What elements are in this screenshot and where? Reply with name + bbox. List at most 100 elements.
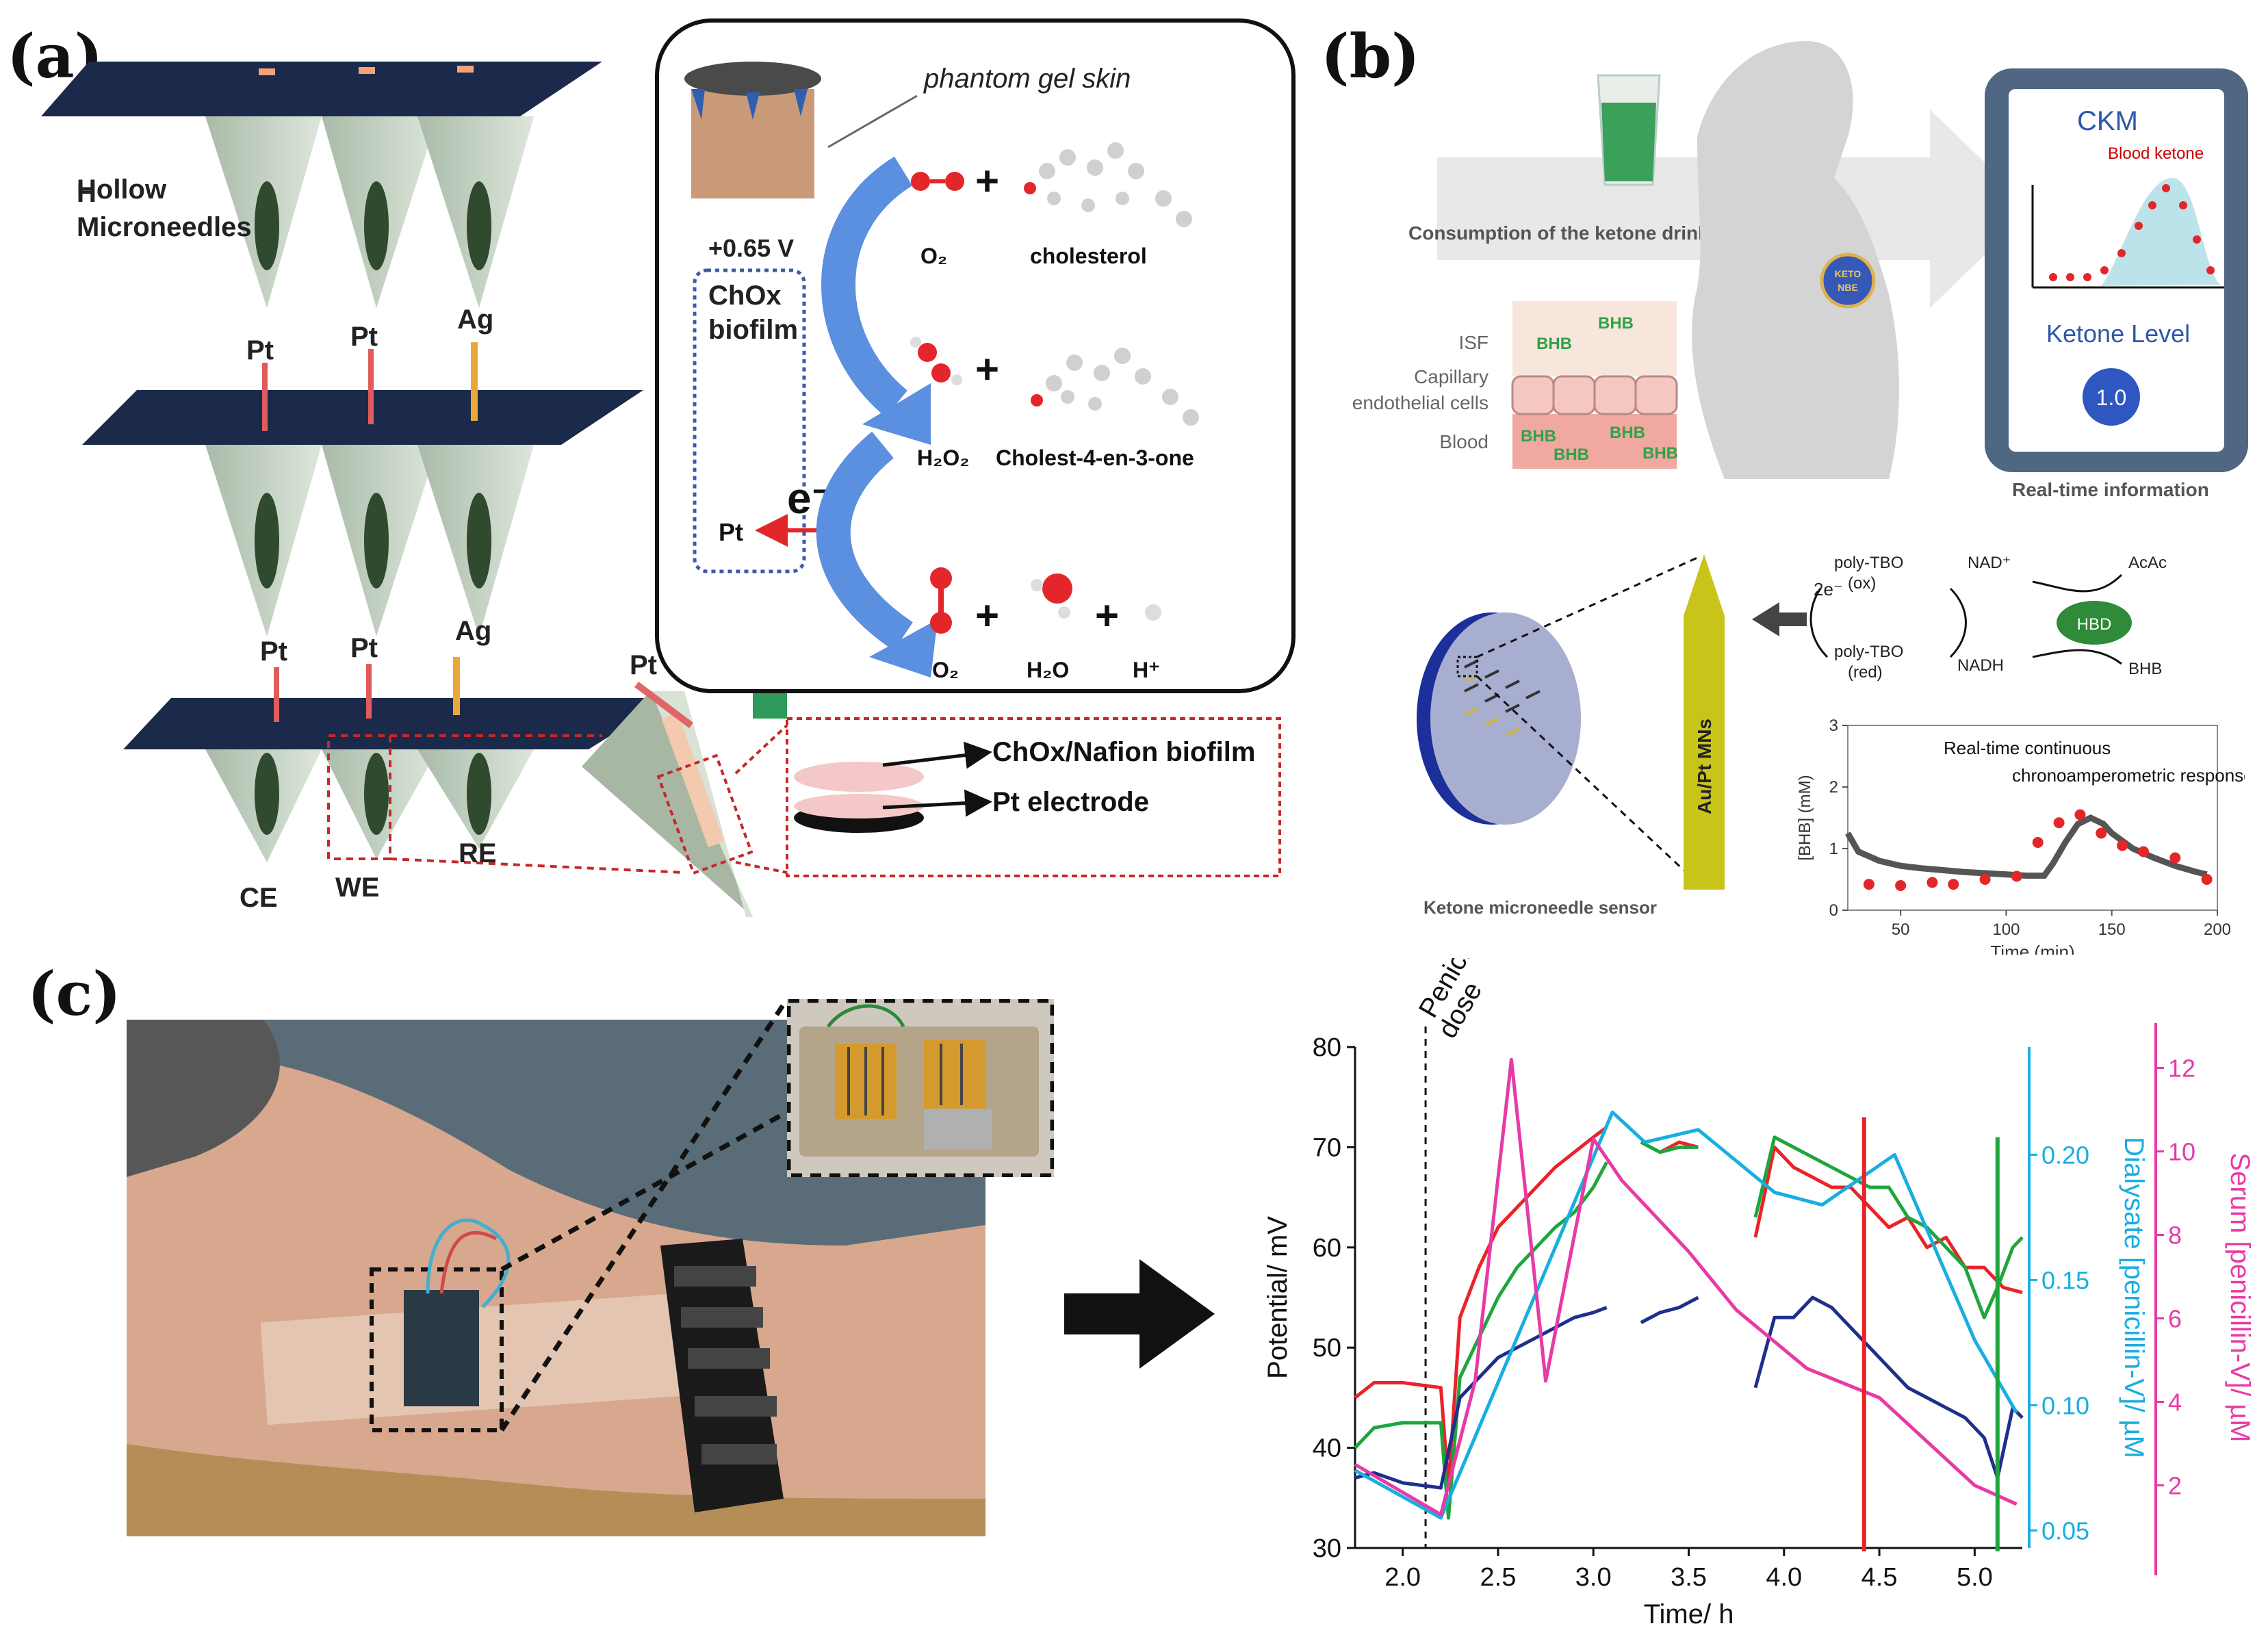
blood-ketone-label: Blood ketone <box>2108 144 2204 163</box>
ketone-level-value: 1.0 <box>2096 385 2126 410</box>
layer-inset <box>786 717 1281 877</box>
y2-tick-label: 0.15 <box>2041 1266 2089 1294</box>
cholesterol-molecule <box>1024 142 1192 227</box>
chart-annotation: chronoamperometric response <box>2012 765 2245 786</box>
bhb-data-point <box>1863 879 1874 890</box>
single-needle-pt-label: Pt <box>630 650 657 680</box>
svg-text:Hollow: Hollow <box>77 175 167 205</box>
right-arrow <box>1064 1259 1215 1369</box>
acac-label: AcAc <box>2128 554 2167 572</box>
consumption-label: Consumption of the ketone drink <box>1408 222 1709 244</box>
electrons-label: 2e⁻ <box>1814 579 1843 599</box>
svg-text:Ag: Ag <box>455 616 491 646</box>
y3-axis-label: Serum [penicillin-V]/ µM <box>2225 1152 2255 1442</box>
svg-text:(ox): (ox) <box>1848 574 1876 593</box>
x-tick-label: 4.5 <box>1861 1563 1898 1592</box>
series-green <box>1354 1161 1608 1520</box>
o2-product-label: O₂ <box>932 658 959 682</box>
y-tick-label: 0 <box>1829 901 1838 920</box>
h2o2-label: H₂O₂ <box>917 446 969 470</box>
y2-tick-label: 0.05 <box>2041 1517 2089 1545</box>
svg-text:Pt: Pt <box>260 636 287 667</box>
y-tick-label: 2 <box>1829 778 1838 797</box>
panel-b-figure: Consumption of the ketone drink KETO NBE… <box>1352 41 2248 918</box>
chox-biofilm-box <box>693 268 806 573</box>
y3-tick-label: 8 <box>2168 1222 2182 1250</box>
bhb-data-point <box>2117 840 2128 851</box>
ketone-drink-glass <box>1597 74 1661 186</box>
panel-a-figure: H Hollow Microneedles Pt Pt Ag Pt Pt Ag … <box>41 18 1296 917</box>
svg-text:endothelial cells: endothelial cells <box>1352 392 1489 413</box>
layer-label-electrode: Pt electrode <box>992 787 1149 817</box>
svg-text:NBE: NBE <box>1838 282 1858 293</box>
svg-text:BHB: BHB <box>1610 424 1645 442</box>
human-silhouette <box>1692 41 1899 479</box>
sensor-patch <box>404 1290 479 1406</box>
y-tick-label: 80 <box>1313 1033 1341 1062</box>
y3-tick-label: 2 <box>2168 1472 2182 1500</box>
y-tick-label: 70 <box>1313 1133 1341 1162</box>
series-green <box>1753 1135 2024 1319</box>
ketone-curve <box>2101 178 2221 286</box>
electrode-microneedle-array-3 <box>123 657 685 874</box>
nad-label: NAD⁺ <box>1968 554 2011 572</box>
electrode-role-label: CE <box>240 883 278 913</box>
svg-text:Microneedles: Microneedles <box>77 212 252 242</box>
o2-label: O₂ <box>920 244 947 268</box>
svg-text:(red): (red) <box>1848 663 1883 682</box>
bhb-label: BHB <box>2128 660 2162 678</box>
pt-label: Pt <box>719 518 743 546</box>
cholestenone-molecule <box>1031 348 1199 426</box>
x-tick-label: 100 <box>1992 920 2020 939</box>
x-tick-label: 5.0 <box>1957 1563 1993 1592</box>
x-axis-label: Time (min) <box>1990 942 2074 955</box>
cholestenone-label: Cholest-4-en-3-one <box>996 446 1194 470</box>
series-navy <box>1753 1295 2024 1480</box>
series-navy <box>1640 1295 1699 1324</box>
bhb-data-point <box>2201 874 2213 885</box>
series-red <box>1753 1145 2023 1295</box>
svg-text:BHB: BHB <box>1536 335 1572 353</box>
phantom-gel-skin-label: phantom gel skin <box>923 64 1131 94</box>
single-needle-closeup <box>582 682 788 917</box>
au-pt-microneedle <box>1684 554 1725 890</box>
svg-text:+: + <box>1095 593 1119 638</box>
bhb-data-point <box>2032 837 2044 848</box>
svg-text:Pt: Pt <box>350 633 378 663</box>
panel-b-label: (b) <box>1321 21 1420 92</box>
y-tick-label: 50 <box>1313 1334 1341 1363</box>
svg-text:Capillary: Capillary <box>1414 366 1489 387</box>
svg-text:ChOx: ChOx <box>708 281 782 311</box>
ketone-level-label: Ketone Level <box>2046 320 2190 348</box>
hollow-microneedles-label: H <box>77 178 96 208</box>
keto-patch <box>1820 253 1876 309</box>
electrode-microneedle-array-2 <box>82 342 643 636</box>
isf-label: ISF <box>1458 332 1489 353</box>
electrode-label: Pt <box>246 335 274 365</box>
hbd-enzyme <box>2057 601 2132 645</box>
bhb-data-point <box>1948 879 1959 890</box>
y-tick-label: 60 <box>1313 1234 1341 1263</box>
ketone-level-circle <box>2083 368 2140 426</box>
x-tick-label: 50 <box>1892 920 1910 939</box>
x-tick-label: 3.5 <box>1671 1563 1707 1592</box>
h-ion <box>1145 604 1161 621</box>
y2-tick-label: 0.10 <box>2041 1391 2089 1419</box>
h-ion-label: H⁺ <box>1133 658 1160 682</box>
series-cyan <box>1354 1110 2018 1520</box>
svg-text:KETO: KETO <box>1835 268 1861 279</box>
y-axis-label: Potential/ mV <box>1263 1216 1293 1379</box>
reaction-arrow-2 <box>816 431 914 651</box>
sensor-inset-photo <box>787 999 1054 1177</box>
x-tick-label: 2.0 <box>1384 1563 1421 1592</box>
h2o-label: H₂O <box>1027 658 1069 682</box>
x-tick-label: 200 <box>2204 920 2231 939</box>
blood-label: Blood <box>1439 431 1489 452</box>
x-tick-label: 4.0 <box>1766 1563 1802 1592</box>
svg-text:poly-TBO: poly-TBO <box>1834 643 1903 661</box>
y3-tick-label: 6 <box>2168 1305 2182 1333</box>
o2-molecule-2 <box>930 567 952 634</box>
o2-molecule <box>911 172 964 191</box>
y2-tick-label: 0.20 <box>2041 1141 2089 1169</box>
